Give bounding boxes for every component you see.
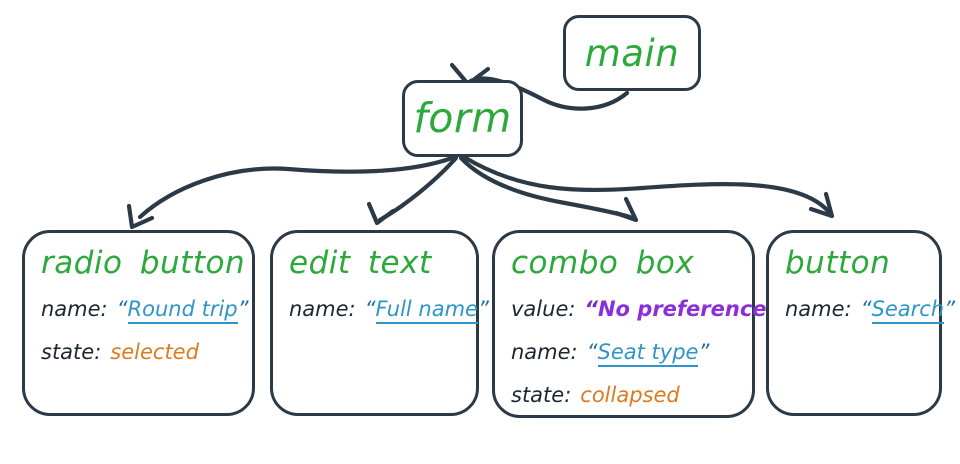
- prop-label: name:: [511, 340, 578, 364]
- node-combo-box-title: combo box: [511, 245, 695, 281]
- arrow-form-to-combo-box: [458, 155, 639, 223]
- prop-value: “No preference”: [584, 295, 780, 323]
- node-edit-text-title: edit text: [289, 245, 432, 281]
- prop-row-name: name: “Round trip”: [41, 295, 249, 324]
- arrow-form-to-edit-text: [366, 155, 459, 226]
- prop-value: “Search”: [860, 295, 956, 324]
- node-radio-button: radio button name: “Round trip” state: s…: [22, 230, 255, 416]
- node-button: button name: “Search”: [766, 230, 955, 416]
- prop-value: “Seat type”: [586, 338, 710, 367]
- prop-row-name: name: “Full name”: [289, 295, 489, 324]
- close-quote: ”: [477, 297, 489, 321]
- prop-value: selected: [110, 340, 199, 364]
- prop-row-state: state: collapsed: [511, 381, 738, 409]
- node-main: main: [563, 15, 701, 91]
- prop-label: state:: [41, 340, 102, 364]
- prop-row-state: state: selected: [41, 338, 238, 366]
- arrow-form-to-radio-button: [126, 155, 455, 230]
- node-button-title: button: [785, 245, 891, 281]
- prop-value: collapsed: [580, 383, 680, 407]
- prop-label: name:: [289, 297, 356, 321]
- prop-row-name: name: “Search”: [785, 295, 955, 324]
- open-quote: “: [364, 297, 376, 321]
- prop-label: name:: [41, 297, 108, 321]
- prop-row-value: value: “No preference”: [511, 295, 780, 323]
- node-form: form: [402, 80, 523, 157]
- prop-label: name:: [785, 297, 852, 321]
- prop-row-name: name: “Seat type”: [511, 338, 738, 367]
- close-quote: ”: [698, 340, 710, 364]
- prop-value: “Full name”: [364, 295, 489, 324]
- close-quote: ”: [237, 297, 249, 321]
- prop-label: state:: [511, 383, 572, 407]
- node-radio-button-title: radio button: [41, 245, 246, 281]
- node-main-title: main: [584, 31, 680, 75]
- open-quote: “: [586, 340, 598, 364]
- open-quote: “: [584, 297, 598, 321]
- prop-label: value:: [511, 297, 576, 321]
- node-edit-text: edit text name: “Full name”: [270, 230, 489, 416]
- close-quote: ”: [944, 297, 956, 321]
- open-quote: “: [860, 297, 872, 321]
- prop-value: “Round trip”: [116, 295, 249, 324]
- open-quote: “: [116, 297, 128, 321]
- arrow-form-to-button: [461, 154, 835, 219]
- node-form-title: form: [413, 94, 512, 142]
- node-combo-box: combo box value: “No preference” name: “…: [492, 230, 780, 418]
